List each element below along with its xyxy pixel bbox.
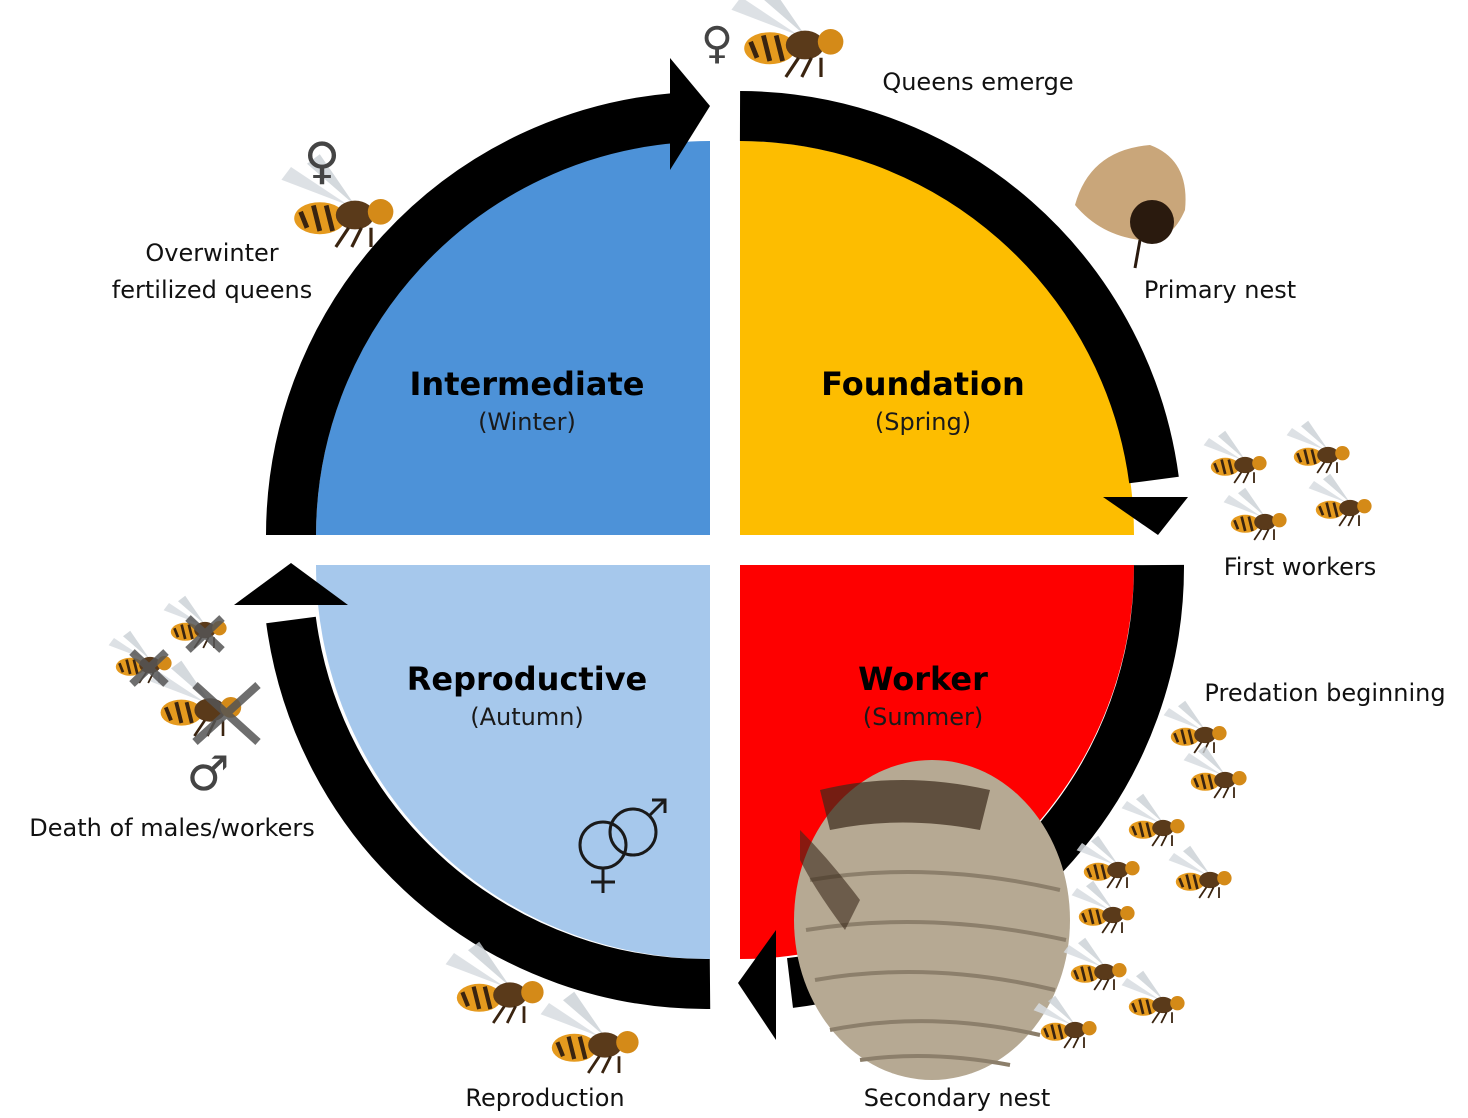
intermediate-season: (Winter) [478, 408, 576, 436]
label-secondary-nest: Secondary nest [864, 1084, 1051, 1112]
label-death-males-workers: Death of males/workers [29, 814, 314, 842]
foundation-title: Foundation [821, 365, 1025, 403]
label-queens-emerge: Queens emerge [882, 68, 1073, 96]
label-first-workers: First workers [1224, 553, 1377, 581]
worker-title: Worker [858, 660, 988, 698]
male-symbol-death: ♂ [186, 746, 229, 802]
female-symbol-queens-emerge: ♀ [701, 18, 733, 69]
label-reproduction: Reproduction [465, 1084, 624, 1112]
reproductive-season: (Autumn) [470, 703, 584, 731]
foundation-season: (Spring) [875, 408, 971, 436]
label-overwinter-line2: fertilized queens [112, 276, 312, 304]
intermediate-quadrant [316, 141, 710, 535]
label-primary-nest: Primary nest [1144, 276, 1296, 304]
label-predation-beginning: Predation beginning [1204, 679, 1445, 707]
intermediate-title: Intermediate [410, 365, 645, 403]
secondary-nest-image [794, 760, 1070, 1080]
worker-season: (Summer) [863, 703, 984, 731]
label-overwinter-line1: Overwinter [145, 239, 278, 267]
reproductive-quadrant [316, 565, 710, 959]
foundation-quadrant [740, 141, 1134, 535]
reproductive-title: Reproductive [407, 660, 648, 698]
female-symbol-overwinter: ♀ [304, 132, 341, 190]
primary-nest-image [1075, 145, 1186, 268]
